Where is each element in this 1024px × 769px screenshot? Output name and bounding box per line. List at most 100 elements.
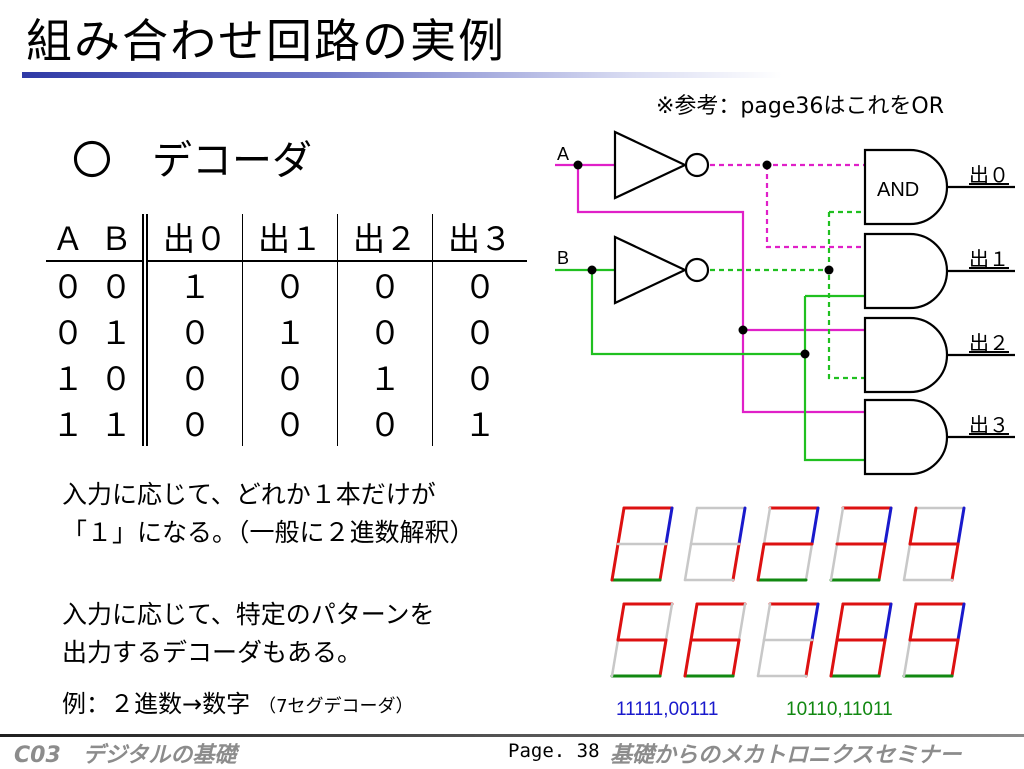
table-row: １ １ ０ ０ ０ １ (46, 400, 527, 446)
table-cell: １ (51, 361, 84, 397)
table-row: ０ ０ １ ０ ０ ０ (46, 261, 527, 308)
output-2-label: 出２ (969, 332, 1009, 355)
digit-9-segment-c (950, 638, 960, 678)
header-a: Ａ (46, 214, 90, 262)
digit-7-segment-c (804, 638, 814, 678)
table-cell: １ (178, 269, 211, 305)
slide-title: 組み合わせ回路の実例 (26, 14, 506, 68)
junction-nota (762, 160, 772, 170)
table-cell: １ (90, 308, 148, 354)
digit-1-segment-c (731, 542, 741, 582)
input-b-label: B (557, 248, 569, 268)
table-cell: ０ (337, 400, 433, 446)
blue-code-label: 11111,00111 (616, 699, 719, 720)
output-1-label: 出１ (969, 248, 1009, 271)
table-cell: ０ (242, 400, 338, 446)
decoder-circuit-diagram: A B AND 出０ 出１ 出２ 出３ (555, 130, 1015, 476)
digit-5-segment-b (664, 602, 674, 642)
digit-9-segment-e (902, 638, 912, 678)
digit-6-segment-c (731, 638, 741, 678)
table-row: ０ １ ０ １ ０ ０ (46, 308, 527, 354)
table-cell: １ (432, 400, 527, 446)
junction-notb (824, 265, 834, 275)
table-cell: ０ (432, 261, 527, 308)
table-cell: １ (51, 407, 84, 443)
output-3-label: 出３ (969, 414, 1009, 437)
footer-page-number: Page. 38 (508, 740, 600, 762)
digit-1-segment-b (737, 506, 747, 546)
header-b: Ｂ (90, 214, 148, 262)
table-cell: ０ (337, 261, 433, 308)
reference-note: ※参考：page36はこれをOR (656, 94, 944, 119)
pattern-decoder-description: 入力に応じて、特定のパターンを 出力するデコーダもある。 (62, 596, 435, 672)
digit-6-segment-e (683, 638, 693, 678)
not-gate-a (613, 130, 688, 200)
table-cell: ０ (242, 354, 338, 400)
junction-a (573, 160, 583, 170)
junction-b (587, 265, 597, 275)
header-out1: 出１ (242, 214, 338, 262)
digit-5-segment-c (658, 638, 668, 678)
table-cell: ０ (90, 261, 148, 308)
footer-seminar-title: 基礎からのメカトロニクスセミナー (610, 743, 962, 768)
digit-6-segment-b (737, 602, 747, 642)
decoder-description-line2: 「１」になる。（一般に２進数解釈） (62, 518, 475, 547)
digit-3-segment-c (877, 542, 887, 582)
header-out0: 出０ (145, 214, 243, 262)
pattern-description-line1: 入力に応じて、特定のパターンを (62, 600, 435, 629)
green-code-label: 10110,11011 (786, 699, 893, 720)
digit-6-segment-f (689, 602, 699, 642)
footer-course-title: C03 デジタルの基礎 (14, 743, 237, 768)
table-cell: ０ (178, 315, 211, 351)
digit-2-segment-b (810, 506, 820, 546)
junction-b2 (800, 349, 810, 359)
digit-1-segment-e (683, 542, 693, 582)
wire-a-down (576, 165, 865, 332)
and-gate-1 (863, 232, 949, 310)
digit-4-segment-b (956, 506, 966, 546)
table-cell: ０ (432, 354, 527, 400)
digit-5-segment-e (610, 638, 620, 678)
digit-3-segment-b (883, 506, 893, 546)
footer-rule (0, 734, 1024, 737)
table-cell: １ (242, 308, 338, 354)
input-a-label: A (557, 144, 569, 164)
digit-4-segment-c (950, 542, 960, 582)
digit-0-segment-e (610, 542, 620, 582)
wire-b-down (590, 270, 805, 356)
table-cell: ０ (242, 261, 338, 308)
junction-a2 (738, 325, 748, 335)
digit-7-segment-e (756, 638, 766, 678)
table-cell: ０ (178, 361, 211, 397)
digit-2-segment-c (804, 542, 814, 582)
table-cell: ０ (337, 308, 433, 354)
table-cell: ０ (432, 308, 527, 354)
table-cell: １ (337, 354, 433, 400)
digit-9-segment-f (908, 602, 918, 642)
example-text: 例：２進数→数字 (62, 690, 251, 718)
digit-8-segment-c (877, 638, 887, 678)
truth-table-header: Ａ Ｂ 出０ 出１ 出２ 出３ (46, 214, 527, 262)
digit-2-segment-e (756, 542, 766, 582)
digit-9-segment-b (956, 602, 966, 642)
digit-5-segment-f (616, 602, 626, 642)
header-out3: 出３ (432, 214, 527, 262)
digit-4-segment-e (902, 542, 912, 582)
digit-3-segment-e (829, 542, 839, 582)
not-bubble-b (684, 257, 710, 283)
decoder-description: 入力に応じて、どれか１本だけが 「１」になる。（一般に２進数解釈） (62, 476, 475, 552)
and-gate-3 (863, 398, 949, 476)
digit-3-segment-f (835, 506, 845, 546)
digit-2-segment-f (762, 506, 772, 546)
table-cell: ０ (178, 407, 211, 443)
digit-4-segment-f (908, 506, 918, 546)
pattern-description-line2: 出力するデコーダもある。 (62, 638, 363, 667)
digit-8-segment-f (835, 602, 845, 642)
digit-0-segment-f (616, 506, 626, 546)
not-bubble-a (684, 152, 710, 178)
output-0-label: 出０ (969, 164, 1009, 187)
digit-8-segment-e (829, 638, 839, 678)
truth-table: Ａ Ｂ 出０ 出１ 出２ 出３ ０ ０ １ ０ ０ ０ ０ １ ０ １ ０ ０ … (46, 214, 527, 446)
example-note: （7セグデコーダ） (258, 696, 414, 717)
table-cell: １ (90, 400, 148, 446)
